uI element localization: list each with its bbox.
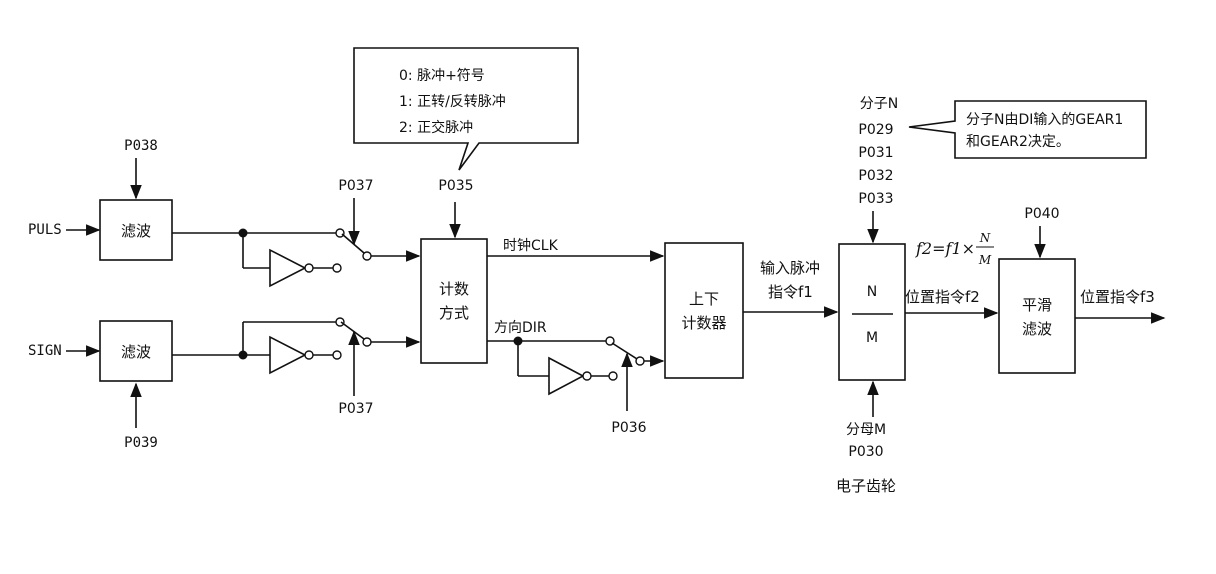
svg-text:f2=f1×: f2=f1×	[915, 239, 975, 258]
mode-callout-bubble	[353, 47, 579, 171]
gear-numerator-param-3: P032	[858, 168, 893, 184]
input-pulse-label-line2: 指令f1	[768, 283, 813, 301]
param-p038: P038	[124, 138, 158, 154]
direction-signal-label: 方向DIR	[494, 320, 547, 336]
gear-callout-line2: 和GEAR2决定。	[966, 134, 1070, 150]
position-cmd-f3-label: 位置指令f3	[1080, 288, 1155, 306]
svg-text:M: M	[978, 253, 992, 267]
gear-numerator-param-1: P029	[858, 122, 893, 138]
gear-callout-bubble	[908, 100, 1147, 159]
mode-callout-line3: 2: 正交脉冲	[399, 119, 473, 136]
puls-selector-circuit	[172, 198, 421, 288]
sign-input-label: SIGN	[28, 343, 62, 359]
param-p040: P040	[1024, 206, 1059, 222]
param-p035: P035	[438, 178, 473, 194]
electronic-gear-box	[838, 243, 906, 381]
smoothing-filter-box	[998, 258, 1076, 374]
input-pulse-label-line1: 输入脉冲	[760, 259, 820, 277]
updown-counter-box	[664, 242, 744, 379]
gear-numerator-param-2: P031	[858, 145, 893, 161]
smoothing-line2: 滤波	[1022, 320, 1052, 338]
smoothing-line1: 平滑	[1022, 296, 1052, 314]
gear-callout-line1: 分子N由DI输入的GEAR1	[966, 112, 1123, 128]
param-p037-top: P037	[338, 178, 373, 194]
filter-box-puls	[99, 199, 173, 261]
count-mode-line2: 方式	[439, 304, 469, 322]
count-mode-line1: 计数	[439, 280, 469, 298]
gear-denominator-label: 分母M	[846, 422, 886, 438]
gear-n: N	[867, 284, 877, 300]
clock-signal-label: 时钟CLK	[503, 237, 559, 254]
svg-text:N: N	[979, 231, 991, 245]
counter-line1: 上下	[689, 290, 719, 308]
electronic-gear-caption: 电子齿轮	[836, 477, 896, 495]
sign-selector-circuit	[172, 317, 421, 396]
mode-callout-line2: 1: 正转/反转脉冲	[399, 94, 506, 110]
gear-numerator-param-4: P033	[858, 191, 893, 207]
gear-m: M	[866, 330, 878, 346]
counter-line2: 计数器	[681, 314, 726, 332]
position-cmd-f2-label: 位置指令f2	[905, 288, 980, 306]
gear-numerator-label: 分子N	[860, 96, 898, 112]
param-p037-bottom: P037	[338, 401, 373, 417]
count-mode-box	[420, 238, 488, 364]
gear-ratio-formula: f2=f1× N M	[915, 231, 994, 267]
filter-label-puls: 滤波	[121, 222, 151, 240]
filter-label-sign: 滤波	[121, 343, 151, 361]
mode-callout-line1: 0: 脉冲+符号	[399, 68, 485, 84]
direction-selector-circuit	[487, 336, 665, 411]
param-p039: P039	[124, 435, 158, 451]
filter-box-sign	[99, 320, 173, 382]
gear-denominator-param: P030	[848, 444, 883, 460]
param-p036: P036	[611, 420, 646, 436]
puls-input-label: PULS	[28, 222, 62, 238]
